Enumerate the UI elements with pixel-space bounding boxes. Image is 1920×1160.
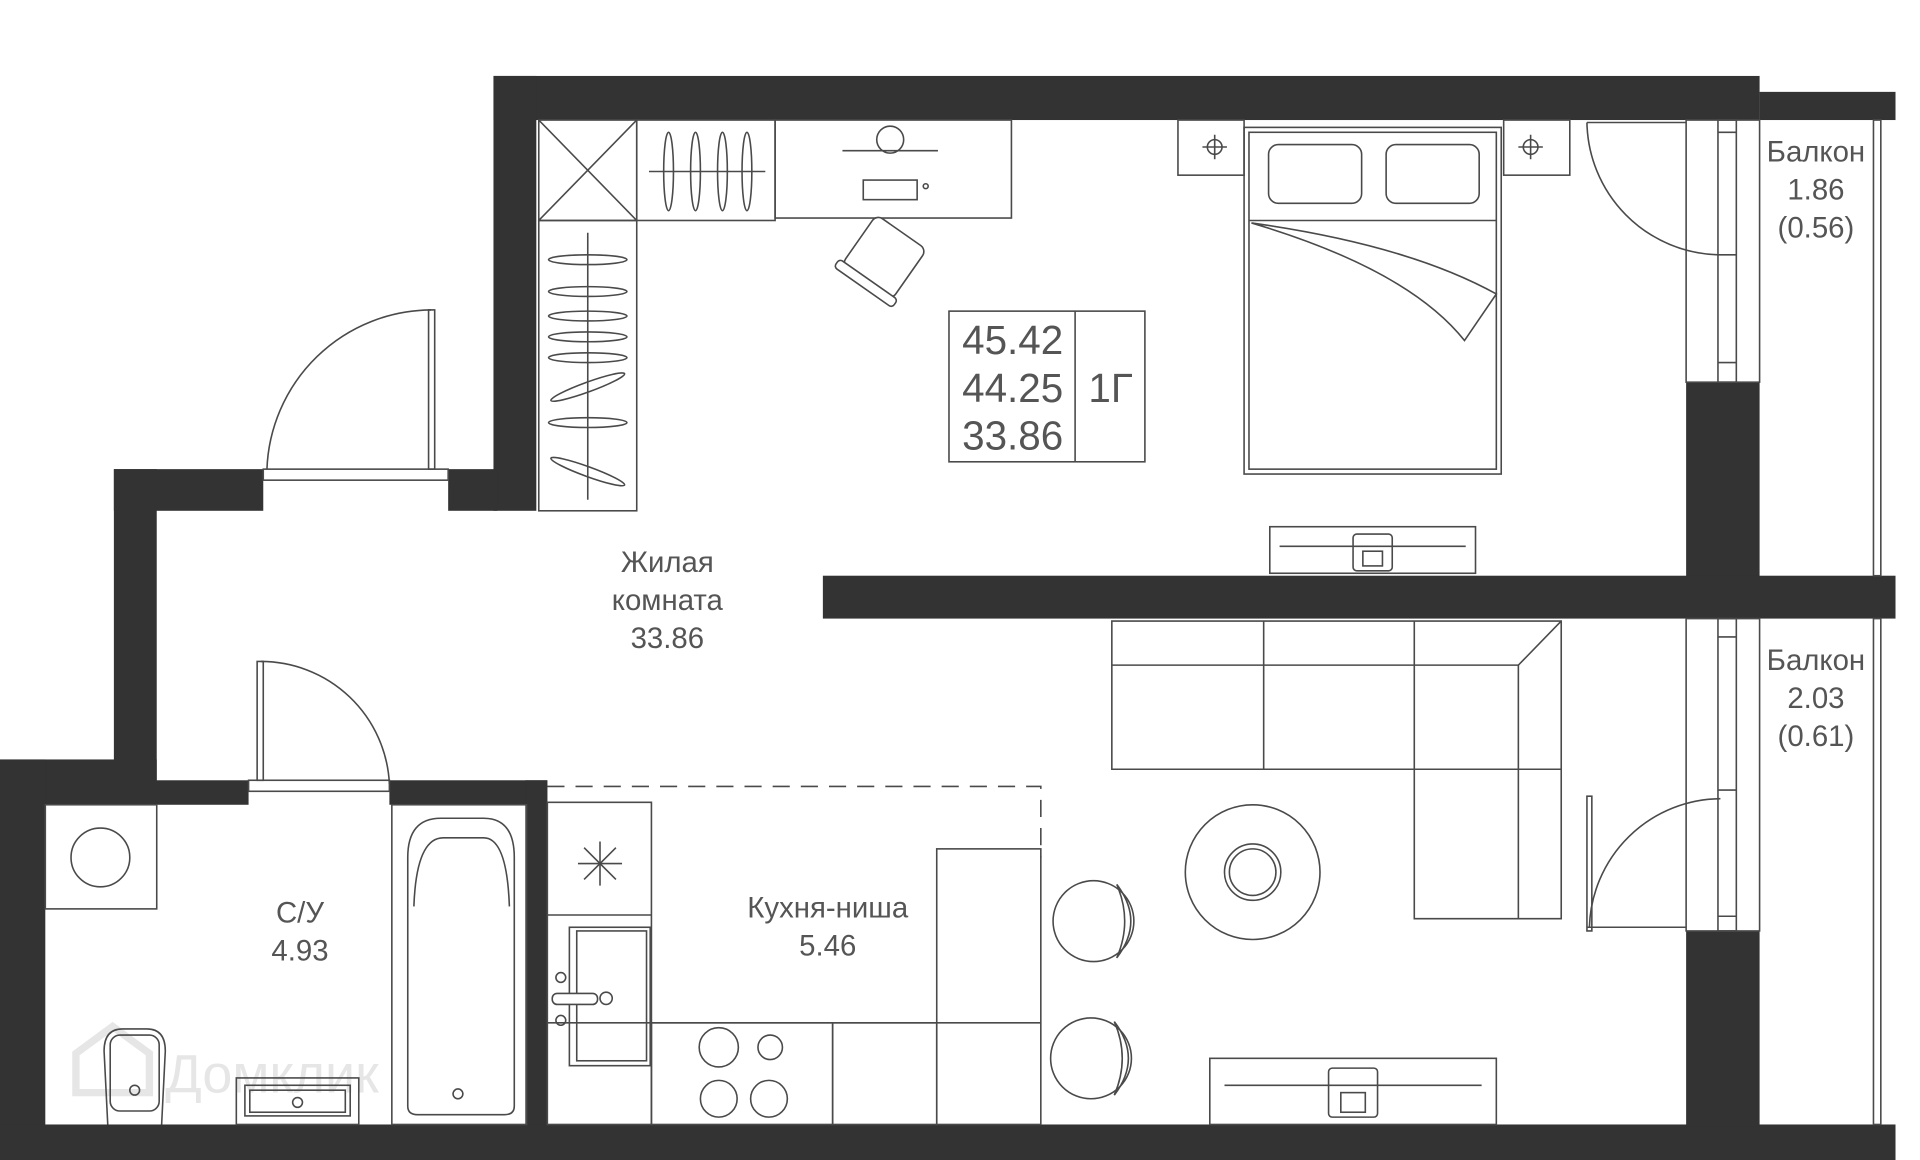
svg-text:Балкон: Балкон: [1767, 136, 1865, 169]
room-label-balcony-bottom: Балкон 2.03 (0.61): [1767, 644, 1865, 753]
svg-text:С/У: С/У: [276, 896, 324, 929]
living-area: 33.86: [962, 413, 1063, 459]
windows: [1685, 119, 1882, 1126]
balcony-door-top: [1586, 121, 1718, 256]
svg-text:2.03: 2.03: [1787, 682, 1844, 715]
walls: [0, 75, 1896, 1160]
svg-text:(0.61): (0.61): [1778, 720, 1855, 753]
total-area: 45.42: [962, 317, 1063, 363]
svg-text:4.93: 4.93: [271, 934, 328, 967]
watermark-logo: Домклик: [72, 1021, 379, 1105]
extractor-icon: [577, 841, 623, 886]
room-label-bathroom: С/У 4.93: [271, 896, 328, 967]
wardrobe: [537, 119, 776, 512]
tv-unit-living: [1209, 1057, 1498, 1126]
bathroom-door: [247, 660, 391, 793]
svg-text:5.46: 5.46: [799, 929, 856, 962]
svg-text:Кухня-ниша: Кухня-ниша: [747, 891, 909, 924]
apartment-type: 1Г: [1088, 365, 1132, 411]
balcony-door-bottom: [1586, 795, 1721, 932]
desk: [774, 119, 1013, 308]
svg-text:33.86: 33.86: [631, 622, 705, 655]
svg-text:Жилая: Жилая: [621, 546, 714, 579]
svg-text:комната: комната: [612, 584, 724, 617]
dining-chairs: [1049, 879, 1135, 1100]
entrance-door: [262, 309, 449, 481]
room-label-balcony-top: Балкон 1.86 (0.56): [1767, 136, 1865, 245]
apartment-info-box: 45.42 44.25 33.86 1Г: [948, 310, 1146, 463]
room-label-living: Жилая комната 33.86: [612, 546, 724, 655]
svg-text:Домклик: Домклик: [165, 1045, 379, 1105]
svg-text:1.86: 1.86: [1787, 174, 1844, 207]
svg-text:Балкон: Балкон: [1767, 644, 1865, 677]
bathroom-fixtures: [44, 803, 528, 1126]
room-label-kitchen: Кухня-ниша 5.46: [747, 891, 909, 962]
coffee-table: [1184, 803, 1321, 941]
kitchen-units: [546, 785, 1042, 1126]
svg-text:(0.56): (0.56): [1778, 212, 1855, 245]
sofa: [1111, 620, 1563, 920]
tv-unit-bedroom: [1269, 525, 1477, 575]
area-excl-balcony: 44.25: [962, 365, 1063, 411]
bed: [1177, 119, 1571, 475]
